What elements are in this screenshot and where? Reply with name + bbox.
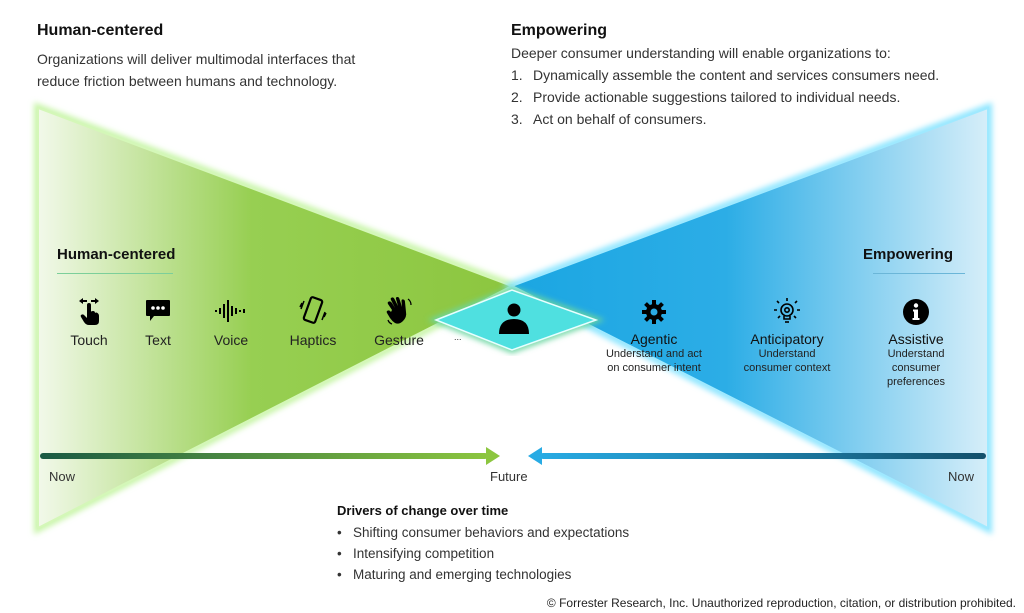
mode-touch: Touch <box>49 294 129 348</box>
sound-wave-icon <box>191 294 271 328</box>
empowering-intro: Deeper consumer understanding will enabl… <box>511 45 891 61</box>
timeline-arrow-left <box>40 447 500 465</box>
lightbulb-icon <box>717 297 857 327</box>
empowering-heading: Empowering <box>511 22 608 39</box>
info-icon <box>846 297 986 327</box>
desc-line: on consumer intent <box>607 362 701 374</box>
list-text: Dynamically assemble the content and ser… <box>533 67 940 83</box>
mode-label: Text <box>145 332 171 348</box>
empowering-label: Assistive <box>888 331 944 347</box>
timeline-now-right: Now <box>948 469 975 484</box>
human-centered-description: Organizations will deliver multimodal in… <box>37 51 356 89</box>
desc-line: preferences <box>886 376 946 388</box>
list-item: 2. Provide actionable suggestions tailore… <box>511 86 939 108</box>
list-item: Maturing and emerging technologies <box>337 564 629 585</box>
empowering-desc: Understand consumer preferences <box>846 347 986 389</box>
desc-line: Understand <box>758 348 816 360</box>
mode-label: Voice <box>213 332 249 348</box>
mode-voice: Voice <box>191 294 271 348</box>
desc-line: consumer context <box>743 362 831 374</box>
person-icon <box>499 303 529 334</box>
timeline-arrow-right <box>528 447 986 465</box>
mode-text: Text <box>118 294 198 348</box>
drivers-title: Drivers of change over time <box>337 503 509 518</box>
mode-label: Haptics <box>289 332 337 348</box>
gear-icon <box>584 297 724 327</box>
empowering-item-anticipatory: Anticipatory Understand consumer context <box>717 297 857 375</box>
timeline-future: Future <box>490 469 528 484</box>
list-text: Act on behalf of consumers. <box>533 111 707 127</box>
empowering-section-title: Empowering <box>863 246 954 263</box>
mode-gesture: Gesture <box>359 294 439 348</box>
list-number: 2. <box>511 89 523 105</box>
list-text: Provide actionable suggestions tailored … <box>533 89 901 105</box>
list-item: Intensifying competition <box>337 543 629 564</box>
waving-hand-icon <box>359 294 439 328</box>
chat-bubble-icon <box>118 294 198 328</box>
empowering-desc: Understand consumer context <box>717 347 857 375</box>
drivers-list: Shifting consumer behaviors and expectat… <box>337 522 629 585</box>
empowering-list: 1. Dynamically assemble the content and s… <box>511 64 939 130</box>
list-number: 1. <box>511 67 523 83</box>
more-modes-ellipsis: ... <box>454 332 462 342</box>
list-number: 3. <box>511 111 523 127</box>
list-item: Shifting consumer behaviors and expectat… <box>337 522 629 543</box>
section-divider <box>57 273 173 274</box>
empowering-label: Agentic <box>630 331 678 347</box>
mode-label: Gesture <box>374 332 424 348</box>
human-centered-section-title: Human-centered <box>57 246 176 263</box>
desc-line: Understand and act <box>605 348 702 360</box>
touch-icon <box>49 294 129 328</box>
mode-label: Touch <box>70 332 108 348</box>
empowering-item-agentic: Agentic Understand and act on consumer in… <box>584 297 724 375</box>
section-divider <box>873 273 965 274</box>
empowering-triangle <box>509 106 989 530</box>
list-item: 3. Act on behalf of consumers. <box>511 108 939 130</box>
mode-haptics: Haptics <box>273 294 353 348</box>
desc-line: consumer <box>891 362 941 374</box>
empowering-label: Anticipatory <box>750 331 824 347</box>
empowering-desc: Understand and act on consumer intent <box>584 347 724 375</box>
human-centered-heading: Human-centered <box>37 22 164 39</box>
timeline-now-left: Now <box>49 469 76 484</box>
desc-line: Understand <box>887 348 945 360</box>
list-item: 1. Dynamically assemble the content and s… <box>511 64 939 86</box>
human-centered-triangle <box>37 106 515 530</box>
copyright-notice: © Forrester Research, Inc. Unauthorized … <box>546 596 1016 610</box>
vibrating-phone-icon <box>273 294 353 328</box>
empowering-item-assistive: Assistive Understand consumer preferences <box>846 297 986 389</box>
